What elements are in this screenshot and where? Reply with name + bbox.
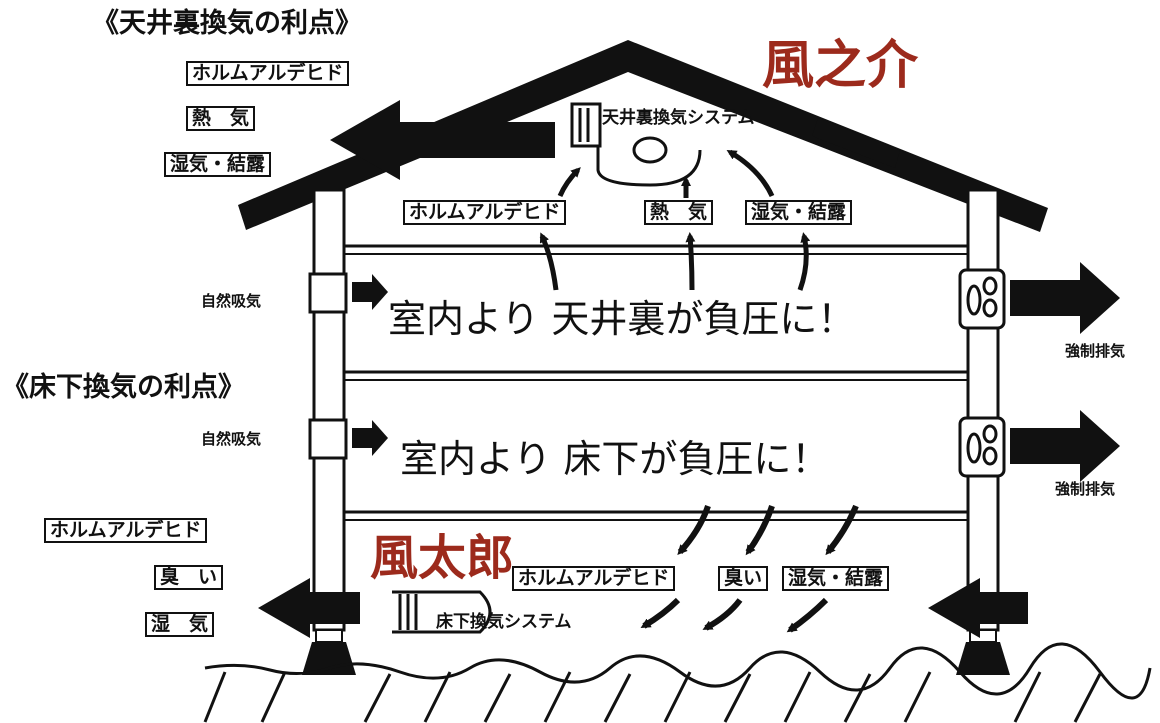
foundation-left xyxy=(302,629,356,675)
floor-ventilation-heading: 《床下換気の利点》 xyxy=(2,372,245,403)
left-arrow-icon xyxy=(928,578,1028,638)
attic-exhaust-item: 熱 気 xyxy=(186,106,256,131)
floor-exhaust-item: ホルムアルデヒド xyxy=(44,518,208,543)
attic-rising-item: 熱 気 xyxy=(644,200,714,225)
right-arrow-icon xyxy=(1010,410,1120,482)
exhaust-fan-icon xyxy=(958,268,1006,330)
right-arrow-icon xyxy=(812,118,900,168)
left-arrow-icon xyxy=(330,100,555,180)
attic-system-label: 天井裏換気システム xyxy=(602,108,755,128)
curved-arrow-icon xyxy=(677,504,859,556)
floor-pressure-message: 室内より 床下が負圧に！ xyxy=(400,437,830,481)
forced-exhaust-label: 強制排気 xyxy=(1055,480,1116,498)
floor-falling-item: 湿気・結露 xyxy=(782,566,890,591)
attic-rising-item: ホルムアルデヒド xyxy=(403,200,567,225)
right-arrow-icon xyxy=(1010,262,1120,334)
forced-exhaust-label: 強制排気 xyxy=(1065,342,1126,360)
floor-fan-unit xyxy=(392,590,492,634)
foundation-right xyxy=(956,629,1010,675)
attic-pressure-message: 室内より 天井裏が負圧に！ xyxy=(388,297,856,341)
ground-floor-beam xyxy=(344,510,968,521)
intake-vent-icon xyxy=(308,418,388,460)
floor-exhaust-item: 臭 い xyxy=(154,565,224,590)
ceiling-beam xyxy=(344,244,968,255)
natural-intake-label: 自然吸気 xyxy=(201,430,262,448)
natural-intake-label: 自然吸気 xyxy=(201,292,262,310)
attic-rising-item: 湿気・結露 xyxy=(745,200,853,225)
attic-exhaust-item: 湿気・結露 xyxy=(164,152,272,177)
middle-floor-beam xyxy=(344,370,968,381)
attic-fan-unit xyxy=(570,102,702,187)
floor-falling-item: 臭い xyxy=(718,566,769,591)
ground xyxy=(203,642,1152,723)
curved-arrow-icon xyxy=(539,232,811,291)
floor-system-label: 床下換気システム xyxy=(436,612,572,632)
floor-product-name: 風太郎 xyxy=(370,530,515,586)
floor-exhaust-item: 湿 気 xyxy=(145,612,215,637)
curved-arrow-icon xyxy=(640,597,829,633)
floor-falling-item: ホルムアルデヒド xyxy=(512,566,676,591)
attic-exhaust-item: ホルムアルデヒド xyxy=(186,61,350,86)
intake-vent-icon xyxy=(308,272,388,314)
left-arrow-icon xyxy=(258,578,360,638)
attic-ventilation-heading: 《天井裏換気の利点》 xyxy=(92,8,362,39)
attic-product-name: 風之介 xyxy=(762,36,919,96)
exhaust-fan-icon xyxy=(958,416,1006,478)
curved-arrow-icon xyxy=(557,149,775,198)
house-frame xyxy=(302,188,1010,675)
